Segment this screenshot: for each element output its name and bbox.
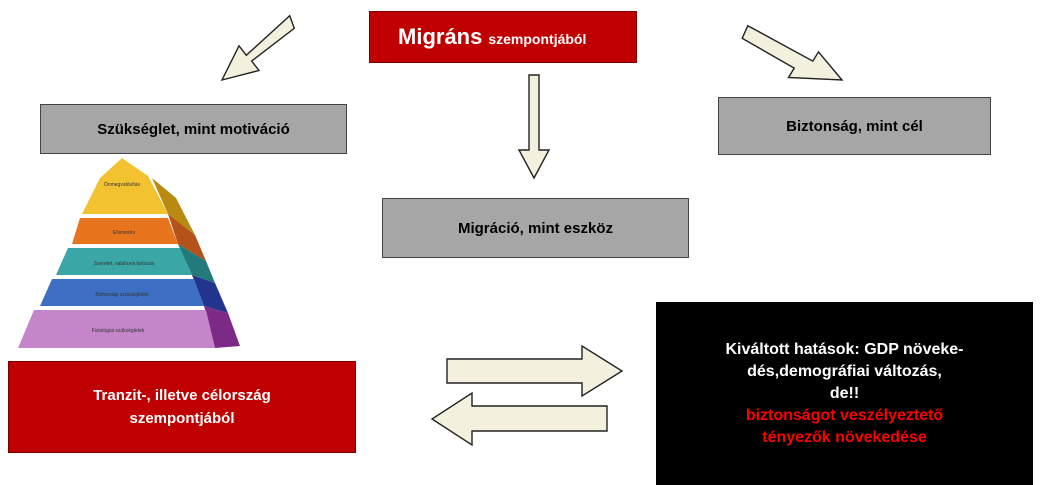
pyramid-label-1: Önmegvalósítás [104,181,141,188]
need-motivation-label: Szükséglet, mint motiváció [97,120,290,138]
effects-line3: de!! [829,384,860,402]
arrow-to-migration-box [517,74,551,180]
pyramid-level-3 [56,248,192,275]
transit-label-line1: Tranzit-, illetve célország [93,387,271,404]
arrow-to-need-box [220,14,296,82]
pyramid-side-orange [168,214,206,261]
effects-box: Kiváltott hatások: GDP növeke- dés,demog… [656,302,1033,485]
pyramid-label-5: Fiziológiai szükségletek [92,328,145,334]
pyramid-side-blue [192,275,228,313]
pyramid-label-2: Elismerés [113,230,135,236]
transit-destination-box: Tranzit-, illetve célország szempontjábó… [8,361,356,453]
security-goal-box: Biztonság, mint cél [718,97,991,155]
migrant-sub-label: szempontjából [488,31,587,47]
pyramid-label-3: Szeretet, valahová tartozás [94,261,155,267]
arrow-to-security-box [741,24,844,81]
effects-line1: Kiváltott hatások: GDP növeke- [725,340,964,358]
need-motivation-box: Szükséglet, mint motiváció [40,104,347,154]
arrow-to-effects-box [446,344,624,398]
migration-tool-box: Migráció, mint eszköz [382,198,689,258]
arrow-to-transit-box [430,391,608,447]
pyramid-level-4 [40,279,204,306]
effects-line2: dés,demográfiai változás, [747,362,942,380]
pyramid-side-top [152,178,195,235]
migrant-main-label: Migráns [398,24,483,49]
migrant-perspective-box: Migráns szempontjából [369,11,637,63]
pyramid-side-purple [204,306,240,348]
pyramid-level-5 [18,310,215,348]
effects-line5: tényezők növekedése [762,428,927,446]
migration-tool-label: Migráció, mint eszköz [457,219,614,237]
maslow-pyramid-image: Önmegvalósítás Elismerés Szeretet, valah… [18,158,240,348]
pyramid-level-2 [72,218,178,244]
effects-line4: biztonságot veszélyeztető [745,406,944,424]
pyramid-level-1 [82,158,168,214]
pyramid-label-4: Biztonsági szükségletek [95,292,149,298]
security-goal-label: Biztonság, mint cél [786,117,923,135]
transit-label-line2: szempontjából [129,410,235,427]
pyramid-side-teal [178,244,215,283]
